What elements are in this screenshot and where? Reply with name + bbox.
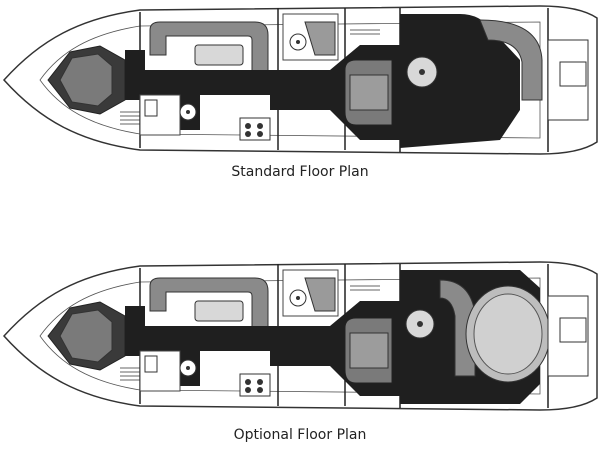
cockpit-floor bbox=[400, 14, 520, 148]
cockpit-lounge bbox=[479, 19, 543, 101]
standard-floor-plan-caption: Standard Floor Plan bbox=[231, 164, 369, 180]
cockpit-lounge bbox=[439, 279, 476, 377]
optional-floor-plan-drawing bbox=[2, 261, 598, 411]
optional-floor-plan-caption: Optional Floor Plan bbox=[233, 427, 367, 443]
dinette-settee bbox=[149, 21, 269, 76]
optional-floor-plan bbox=[0, 258, 600, 418]
dinette-settee bbox=[149, 277, 269, 332]
standard-floor-plan bbox=[0, 0, 600, 160]
standard-floor-plan-drawing bbox=[2, 5, 598, 155]
